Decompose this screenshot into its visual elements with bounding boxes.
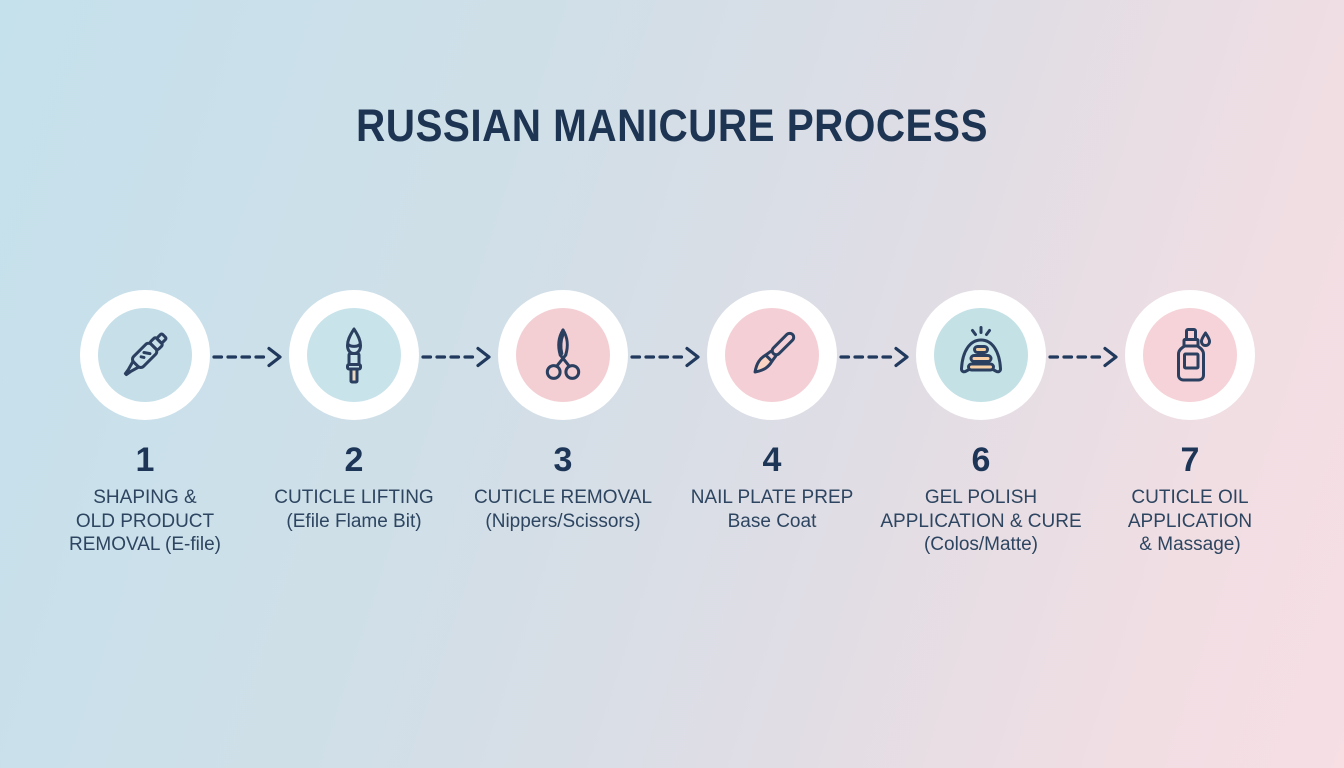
dashed-arrow-icon: [629, 345, 705, 369]
dashed-arrow-icon: [211, 345, 287, 369]
step-number: 4: [762, 441, 782, 479]
step-circle: [80, 290, 210, 420]
efile-handpiece-icon: [113, 323, 177, 387]
step-number: 1: [135, 441, 155, 479]
step-3: 3 CUTICLE REMOVAL (Nippers/Scissors): [458, 290, 668, 533]
step-number: 6: [971, 441, 991, 479]
dashed-arrow-icon: [420, 345, 496, 369]
step-label: CUTICLE OIL APPLICATION & Massage): [1127, 487, 1253, 555]
step-circle: [916, 290, 1046, 420]
step-7: 7 CUTICLE OIL APPLICATION & Massage): [1085, 290, 1295, 557]
step-number: 3: [553, 441, 573, 479]
step-circle: [289, 290, 419, 420]
step-number: 7: [1180, 441, 1200, 479]
step-1: 1 SHAPING & OLD PRODUCT REMOVAL (E-file): [40, 290, 250, 557]
step-circle: [1125, 290, 1255, 420]
nippers-icon: [531, 323, 595, 387]
dashed-arrow-icon: [1047, 345, 1123, 369]
cuticle-oil-bottle-icon: [1158, 323, 1222, 387]
dashed-arrow-icon: [838, 345, 914, 369]
flame-bit-icon: [322, 323, 386, 387]
step-label: SHAPING & OLD PRODUCT REMOVAL (E-file): [68, 487, 222, 555]
page-title: RUSSIAN MANICURE PROCESS: [356, 100, 988, 151]
step-2: 2 CUTICLE LIFTING (Efile Flame Bit): [249, 290, 459, 533]
step-label: CUTICLE LIFTING (Efile Flame Bit): [274, 487, 434, 532]
step-circle: [498, 290, 628, 420]
step-number: 2: [344, 441, 364, 479]
step-4: 4 NAIL PLATE PREP Base Coat: [667, 290, 877, 533]
step-6: 6 GEL POLISH APPLICATION & CURE (Colos/M…: [876, 290, 1086, 557]
step-label: CUTICLE REMOVAL (Nippers/Scissors): [473, 487, 653, 532]
gel-brush-icon: [740, 323, 804, 387]
step-label: NAIL PLATE PREP Base Coat: [690, 487, 854, 532]
uv-lamp-icon: [949, 323, 1013, 387]
step-circle: [707, 290, 837, 420]
step-label: GEL POLISH APPLICATION & CURE (Colos/Mat…: [880, 487, 1082, 555]
